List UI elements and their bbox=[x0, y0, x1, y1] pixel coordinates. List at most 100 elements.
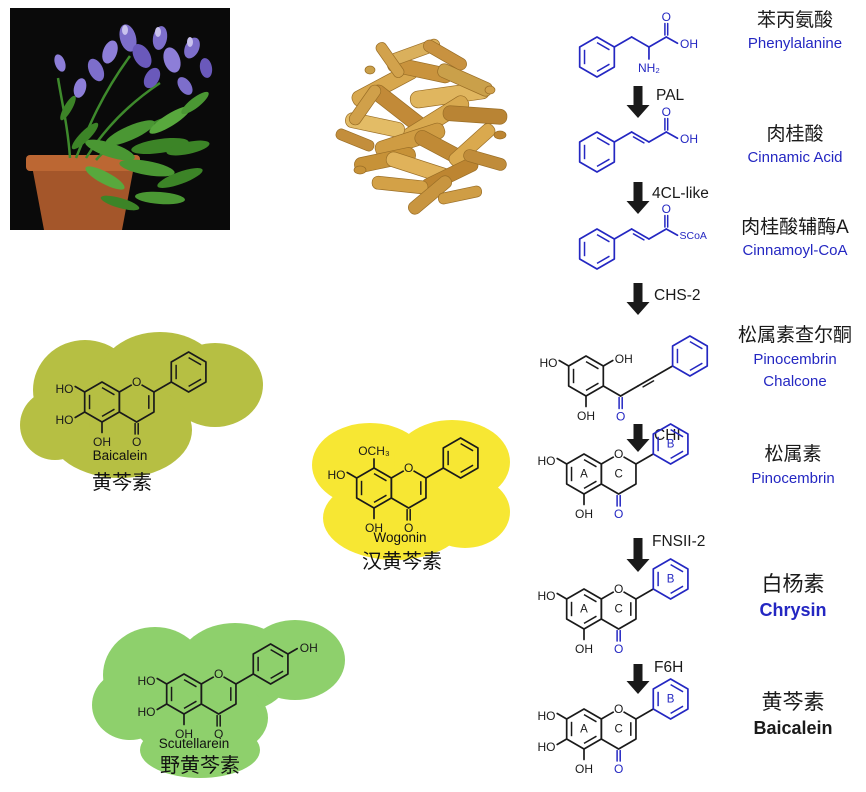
atom-scoa: SCoA bbox=[680, 230, 707, 242]
ring-label-a: A bbox=[580, 469, 588, 481]
flower-pot-rim bbox=[26, 155, 140, 171]
enzyme-label-fnsii-2: FNSII-2 bbox=[652, 533, 705, 550]
atom-oh-acid: OH bbox=[680, 37, 698, 51]
pathway-cn-chrysin: 白杨素 bbox=[762, 573, 825, 596]
pathway-cn-baicalein: 黄芩素 bbox=[762, 691, 825, 714]
atom-ho-7: HO bbox=[538, 454, 556, 468]
atom-ring-o: O bbox=[614, 447, 623, 461]
ring-label-c: C bbox=[614, 724, 622, 736]
pathway-en-pinocembrin-chalcone-1: Pinocembrin bbox=[753, 351, 836, 368]
ring-b-blue: B bbox=[652, 678, 689, 720]
atom-ketone-o: O bbox=[614, 762, 623, 776]
chalcone-blue-parts: O bbox=[616, 335, 709, 424]
atom-ho-7: HO bbox=[328, 468, 346, 482]
ring-label-c: C bbox=[614, 469, 622, 481]
atom-ho-6: HO bbox=[538, 740, 556, 754]
arrow-down-2 bbox=[626, 182, 650, 214]
atom-oh-4prime: OH bbox=[300, 641, 318, 655]
compound-cn-scutellarein: 野黄芩素 bbox=[160, 754, 240, 777]
atom-carbonyl-o: O bbox=[662, 105, 671, 119]
compound-cn-wogonin: 汉黄芩素 bbox=[362, 550, 442, 573]
atom-ketone-o: O bbox=[614, 642, 623, 656]
atom-ring-o: O bbox=[132, 375, 141, 389]
atom-ketone-o: O bbox=[616, 410, 625, 424]
ring-label-a: A bbox=[580, 604, 588, 616]
ketone-blue: O bbox=[614, 749, 623, 776]
atom-ketone-o: O bbox=[132, 435, 141, 449]
atom-ketone-o: O bbox=[404, 521, 413, 535]
highlight-blob-wogonin bbox=[312, 420, 510, 560]
compound-name-wogonin: Wogonin bbox=[373, 530, 426, 545]
atom-ho-6: HO bbox=[56, 413, 74, 427]
pathway-cn-pinocembrin-chalcone: 松属素查尔酮 bbox=[738, 324, 852, 346]
structure-chrysin: O A C HO OH O B bbox=[538, 558, 689, 656]
ring-b-blue: B bbox=[652, 423, 689, 465]
compound-cn-baicalein: 黄芩素 bbox=[92, 471, 152, 494]
arrow-down-3 bbox=[626, 283, 650, 315]
enzyme-label-f6h: F6H bbox=[654, 659, 683, 676]
atom-oh-5: OH bbox=[575, 642, 593, 656]
atom-oh-5: OH bbox=[365, 521, 383, 535]
pathway-en-phenylalanine: Phenylalanine bbox=[748, 35, 842, 52]
atom-oh-6prime: OH bbox=[577, 409, 595, 423]
structure-baicalein-left: O HO HO OH O bbox=[56, 351, 207, 449]
highlight-blob-scutellarein bbox=[92, 620, 345, 778]
highlight-blob-baicalein bbox=[20, 332, 263, 478]
plant-flowers bbox=[54, 24, 213, 98]
arrow-down-5 bbox=[626, 538, 650, 572]
structure-pinocembrin: O A C HO OH O B bbox=[538, 423, 689, 521]
atom-ho-7: HO bbox=[538, 709, 556, 723]
ketone-blue: O bbox=[614, 494, 623, 521]
atom-ring-o: O bbox=[614, 582, 623, 596]
ring-label-b: B bbox=[667, 574, 675, 586]
atom-ketone-o: O bbox=[614, 507, 623, 521]
ring-label-b: B bbox=[667, 439, 675, 451]
plant-photo bbox=[10, 8, 230, 230]
plant-leaves bbox=[60, 91, 210, 211]
pathway-cn-cinnamoyl-coa: 肉桂酸辅酶A bbox=[741, 216, 849, 238]
pathway-cn-pinocembrin: 松属素 bbox=[764, 443, 821, 465]
structure-scutellarein: O OH HO HO OH O bbox=[138, 641, 318, 741]
atom-oh-5: OH bbox=[575, 507, 593, 521]
atom-ring-o: O bbox=[614, 702, 623, 716]
structure-cinnamic-acid: O OH bbox=[578, 105, 698, 173]
enzyme-label-4cl-like: 4CL-like bbox=[652, 185, 709, 202]
atom-ho-7: HO bbox=[138, 674, 156, 688]
pathway-cn-cinnamic-acid: 肉桂酸 bbox=[766, 123, 823, 145]
atom-ho-7: HO bbox=[538, 589, 556, 603]
atom-ho: HO bbox=[540, 356, 558, 370]
pathway-en-cinnamic-acid: Cinnamic Acid bbox=[747, 149, 842, 166]
pathway-en-pinocembrin-chalcone-2: Chalcone bbox=[763, 373, 826, 390]
pathway-en-pinocembrin: Pinocembrin bbox=[751, 470, 834, 487]
atom-carbonyl-o: O bbox=[662, 10, 671, 24]
structure-pinocembrin-chalcone: HO OH OH O bbox=[540, 335, 709, 424]
root-pieces bbox=[335, 38, 508, 215]
arrow-down-4 bbox=[626, 424, 650, 452]
pathway-en-cinnamoyl-coa: Cinnamoyl-CoA bbox=[742, 242, 847, 259]
structure-phenylalanine: NH₂ O OH bbox=[578, 10, 698, 78]
atom-ring-o: O bbox=[214, 667, 223, 681]
arrow-down-6 bbox=[626, 664, 650, 694]
atom-ho-7: HO bbox=[56, 382, 74, 396]
structure-cinnamoyl-coa: O SCoA bbox=[578, 202, 707, 270]
atom-ho-6: HO bbox=[138, 705, 156, 719]
ring-b-blue: B bbox=[652, 558, 689, 600]
atom-ketone-o: O bbox=[214, 727, 223, 741]
pathway-en-baicalein: Baicalein bbox=[753, 718, 832, 738]
ring-label-a: A bbox=[580, 724, 588, 736]
enzyme-label-pal: PAL bbox=[656, 87, 685, 104]
enzyme-label-chs-2: CHS-2 bbox=[654, 287, 701, 304]
compound-name-baicalein: Baicalein bbox=[93, 448, 148, 463]
atom-oh-2prime: OH bbox=[615, 352, 633, 366]
atom-oh-5: OH bbox=[175, 727, 193, 741]
ketone-blue: O bbox=[614, 629, 623, 656]
arrow-down-1 bbox=[626, 86, 650, 118]
atom-oh-5: OH bbox=[575, 762, 593, 776]
atom-ring-o: O bbox=[404, 461, 413, 475]
compound-name-scutellarein: Scutellarein bbox=[159, 736, 230, 751]
atom-nh2: NH₂ bbox=[638, 61, 660, 75]
atom-och3-8: OCH₃ bbox=[358, 444, 390, 458]
pathway-cn-phenylalanine: 苯丙氨酸 bbox=[757, 9, 833, 31]
